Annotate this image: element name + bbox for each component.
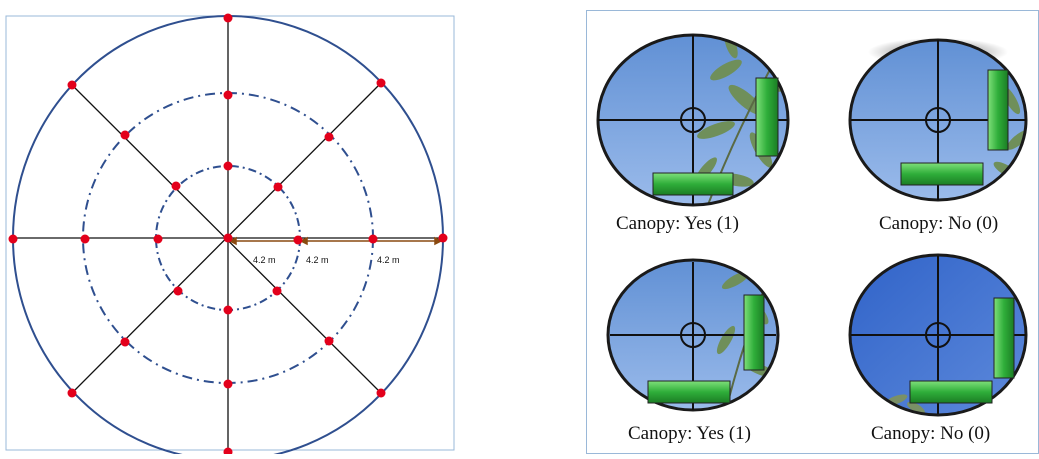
crosshair-ring — [680, 322, 706, 348]
sample-point — [223, 447, 233, 457]
crosshair-ring — [925, 107, 951, 133]
sample-point — [223, 379, 233, 389]
sample-point — [80, 234, 90, 244]
sample-point — [120, 130, 130, 140]
canopy-examples-svg: Canopy: Yes (1) Canopy: No (0) — [586, 10, 1039, 454]
vertical-bubble-level — [993, 297, 1015, 379]
sampling-plot-svg: 4.2 m 4.2 m 4.2 m — [5, 13, 455, 459]
sample-point — [273, 182, 283, 192]
sample-point — [272, 286, 282, 296]
distance-label-3: 4.2 m — [377, 255, 400, 265]
canopy-caption-4: Canopy: No (0) — [871, 423, 990, 444]
sample-point — [8, 234, 18, 244]
canopy-caption-2: Canopy: No (0) — [879, 213, 998, 234]
sampling-plot-diagram: 4.2 m 4.2 m 4.2 m — [0, 0, 460, 459]
sample-point — [67, 80, 77, 90]
sample-point — [293, 235, 303, 245]
sample-point — [223, 305, 233, 315]
arrow-head-1 — [228, 236, 237, 246]
sample-point — [368, 234, 378, 244]
distance-arrows — [228, 236, 443, 246]
sample-point — [376, 78, 386, 88]
canopy-view-4 — [848, 253, 1028, 417]
sample-point-center — [223, 233, 233, 243]
sample-point — [438, 233, 448, 243]
horizontal-bubble-level — [652, 172, 734, 196]
distance-label-1: 4.2 m — [253, 255, 276, 265]
canopy-view-3 — [606, 258, 780, 412]
canopy-examples-panel: Canopy: Yes (1) Canopy: No (0) — [586, 10, 1039, 454]
crosshair-ring — [680, 107, 706, 133]
sample-point — [67, 388, 77, 398]
sample-point — [376, 388, 386, 398]
arrow-head-2 — [299, 236, 308, 246]
sample-point — [324, 132, 334, 142]
crosshair-ring — [925, 322, 951, 348]
canopy-view-2 — [848, 38, 1028, 202]
vertical-bubble-level — [987, 69, 1009, 151]
canopy-caption-1: Canopy: Yes (1) — [616, 213, 739, 234]
horizontal-bubble-level — [909, 380, 993, 404]
horizontal-bubble-level — [900, 162, 984, 186]
vertical-bubble-level — [755, 77, 779, 157]
horizontal-bubble-level — [647, 380, 731, 404]
distance-label-2: 4.2 m — [306, 255, 329, 265]
sample-point — [120, 337, 130, 347]
sample-point — [173, 286, 183, 296]
canopy-view-1 — [596, 33, 790, 207]
sample-point — [223, 90, 233, 100]
canopy-caption-3: Canopy: Yes (1) — [628, 423, 751, 444]
sample-point — [324, 336, 334, 346]
arrow-head-3 — [434, 236, 443, 246]
sample-point — [171, 181, 181, 191]
vertical-bubble-level — [743, 294, 765, 371]
sample-point — [153, 234, 163, 244]
sample-point — [223, 161, 233, 171]
sample-point — [223, 13, 233, 23]
